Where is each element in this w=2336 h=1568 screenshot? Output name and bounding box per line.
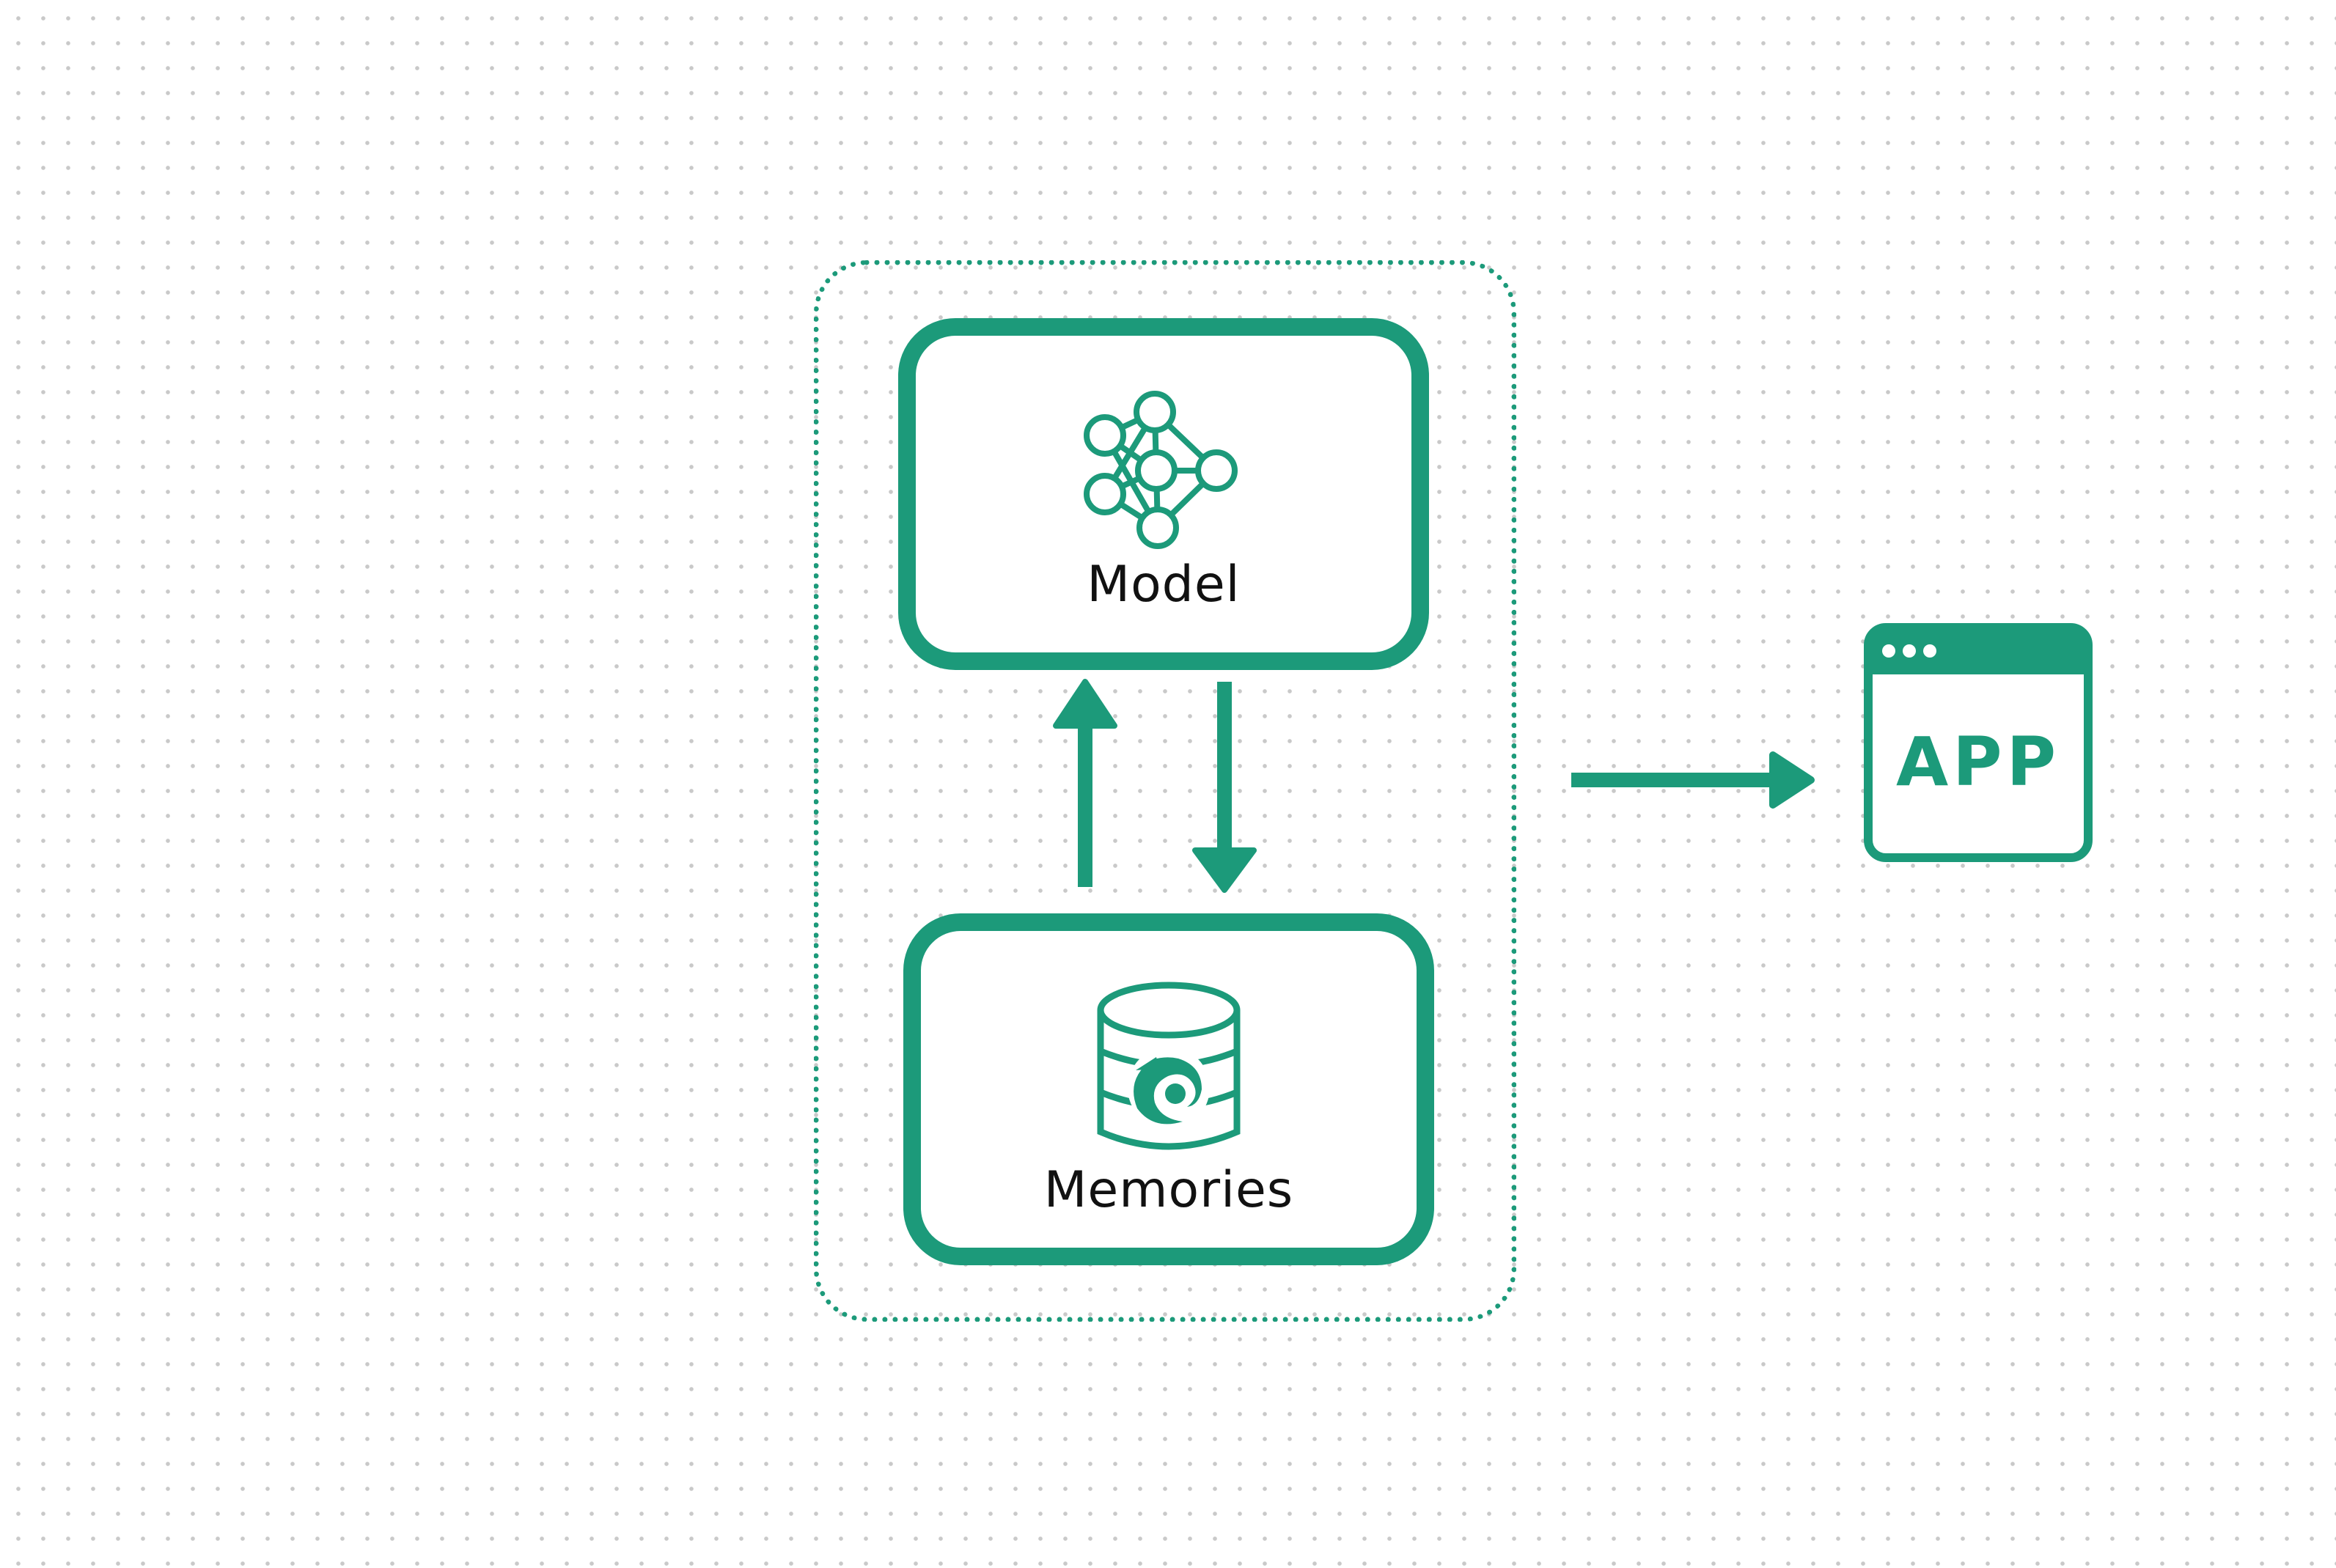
app-window-icon: APP [1864, 623, 2093, 862]
model-node: Model [898, 318, 1429, 670]
arrow-group-to-app [1571, 751, 1815, 809]
model-memories-group [814, 260, 1516, 1322]
neural-network-icon [1076, 383, 1252, 562]
database-icon [1092, 978, 1246, 1165]
model-label: Model [1087, 556, 1241, 614]
memories-label: Memories [1043, 1161, 1294, 1219]
memories-node: Memories [903, 913, 1434, 1265]
app-node: APP [1862, 622, 2094, 867]
app-label: APP [1896, 723, 2060, 801]
